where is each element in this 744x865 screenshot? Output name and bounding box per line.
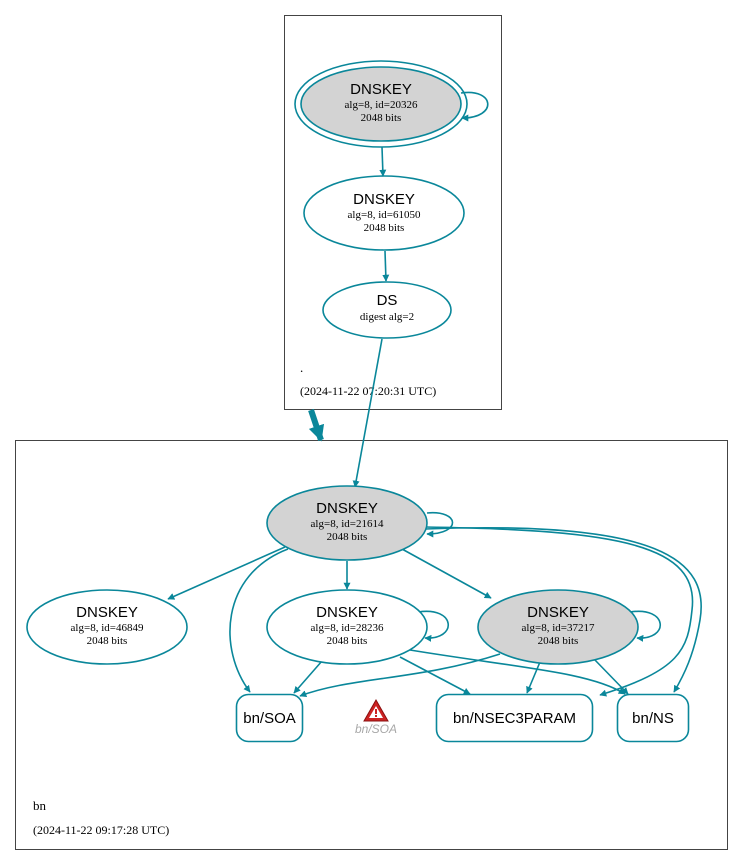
edge-37217-nsec3param: [526, 661, 541, 694]
ns-label: bn/NS: [632, 710, 674, 727]
root-zone-box: [284, 15, 502, 410]
edge-37217-ns: [593, 658, 629, 695]
ns-rrset-node[interactable]: bn/NS: [616, 693, 690, 743]
dnskey-46849-node[interactable]: DNSKEY alg=8, id=46849 2048 bits: [26, 589, 188, 665]
dnskey-37217-node[interactable]: DNSKEY alg=8, id=37217 2048 bits: [477, 589, 639, 665]
edge-37217-soa: [299, 653, 501, 698]
edge-bn-ksk-soa: [229, 548, 289, 693]
edge-bn-ksk-46849: [167, 546, 286, 600]
bn-ksk-line1: alg=8, id=21614: [311, 518, 384, 530]
edge-bn-ksk-nsec3param: [424, 526, 694, 697]
root-ksk-line1: alg=8, id=20326: [345, 99, 418, 111]
dnskey-28236-line2: 2048 bits: [327, 635, 368, 647]
edges: [167, 91, 702, 698]
bn-zone-box: [15, 440, 728, 850]
edge-28236-ns: [409, 649, 626, 695]
edge-bn-ksk-ns: [424, 526, 702, 693]
root-ksk-line2: 2048 bits: [361, 112, 402, 124]
edge-bn-ksk-37217: [401, 548, 492, 599]
dnskey-46849-type: DNSKEY: [76, 604, 138, 621]
ds-node[interactable]: DS digest alg=2: [322, 281, 452, 339]
warning-node[interactable]: bn/SOA: [355, 698, 397, 736]
dnskey-46849-line2: 2048 bits: [87, 635, 128, 647]
bn-ksk-type: DNSKEY: [316, 500, 378, 517]
root-zone-label: .: [300, 360, 303, 375]
edge-28236-nsec3param: [399, 656, 471, 695]
edge-bn-ksk-self: [426, 512, 454, 538]
dnskey-46849-line1: alg=8, id=46849: [71, 622, 144, 634]
nsec3param-label: bn/NSEC3PARAM: [453, 710, 576, 727]
dnskey-37217-line2: 2048 bits: [538, 635, 579, 647]
edge-root-ksk-zsk: [379, 146, 387, 177]
dnskey-37217-type: DNSKEY: [527, 604, 589, 621]
root-zsk-type: DNSKEY: [353, 191, 415, 208]
bn-ksk-line2: 2048 bits: [327, 531, 368, 543]
warning-triangle-icon: [363, 698, 389, 722]
ds-type: DS: [377, 292, 398, 309]
soa-label: bn/SOA: [243, 710, 296, 727]
edge-28236-self: [417, 610, 450, 642]
delegation-arrow: [308, 409, 325, 442]
dnskey-28236-node[interactable]: DNSKEY alg=8, id=28236 2048 bits: [266, 589, 428, 665]
edge-root-zsk-ds: [382, 250, 390, 282]
dnskey-28236-type: DNSKEY: [316, 604, 378, 621]
ds-line1: digest alg=2: [360, 311, 414, 323]
nsec3param-rrset-node[interactable]: bn/NSEC3PARAM: [435, 693, 594, 743]
dnskey-28236-line1: alg=8, id=28236: [311, 622, 384, 634]
warning-label: bn/SOA: [355, 722, 397, 736]
soa-rrset-node[interactable]: bn/SOA: [235, 693, 304, 743]
edge-28236-soa: [293, 660, 323, 694]
edge-37217-self: [629, 610, 662, 642]
root-zsk-line2: 2048 bits: [364, 222, 405, 234]
root-ksk-node[interactable]: DNSKEY alg=8, id=20326 2048 bits: [294, 60, 468, 148]
bn-ksk-node[interactable]: DNSKEY alg=8, id=21614 2048 bits: [266, 485, 428, 561]
root-zsk-node[interactable]: DNSKEY alg=8, id=61050 2048 bits: [303, 175, 465, 251]
root-ksk-type: DNSKEY: [350, 81, 412, 98]
root-zsk-line1: alg=8, id=61050: [348, 209, 421, 221]
edge-root-ksk-self: [460, 91, 489, 122]
dnskey-37217-line1: alg=8, id=37217: [522, 622, 595, 634]
root-zone-timestamp: (2024-11-22 07:20:31 UTC): [300, 384, 436, 398]
bn-zone-timestamp: (2024-11-22 09:17:28 UTC): [33, 823, 169, 837]
bn-zone-label: bn: [33, 798, 47, 813]
edge-ds-bn-ksk: [352, 338, 383, 488]
